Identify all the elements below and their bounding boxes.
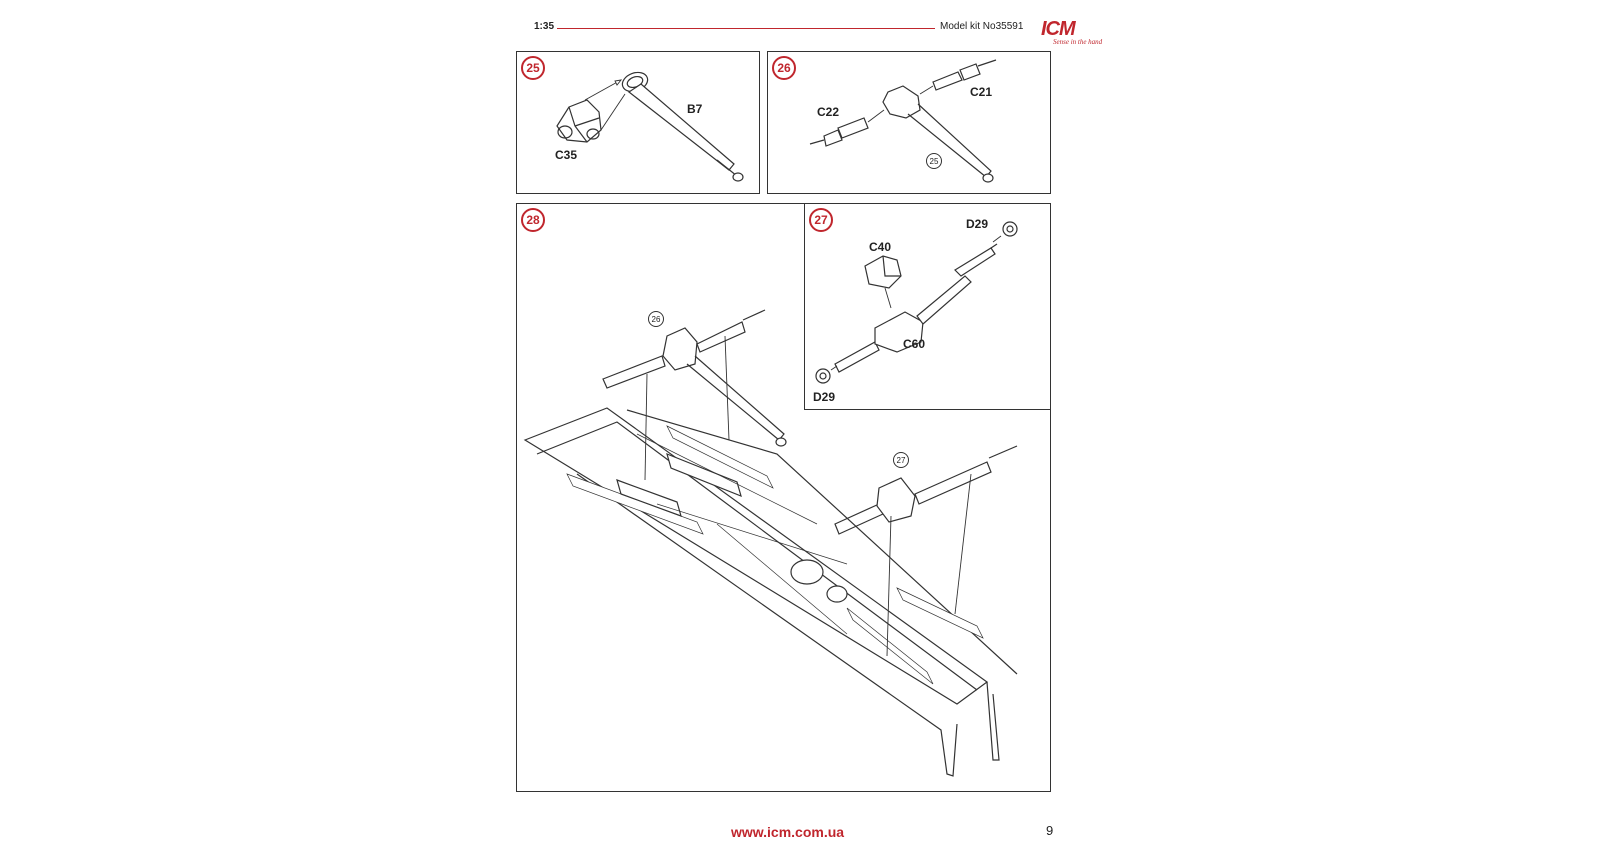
step-28-badge: 28 [521,208,545,232]
ref-step-27: 27 [893,452,909,468]
step-25-drawing [556,71,744,182]
part-label-d29-bottom: D29 [813,390,836,404]
step-28-drawing [523,309,1018,777]
step-26-badge: 26 [772,56,796,80]
model-kit-label: Model kit No35591 [940,21,1024,32]
part-label-c21: C21 [970,85,993,99]
part-label-c40: C40 [869,240,892,254]
part-label-d29-top: D29 [966,217,989,231]
step-26-drawing [809,59,997,183]
step-27-drawing [815,221,1018,384]
step-25-panel: 25 B7 C35 [516,51,760,194]
scale-label: 1:35 [534,21,555,32]
part-label-c60: C60 [903,337,926,351]
part-label-b7: B7 [687,102,703,116]
step-26-panel: 26 C21 C22 25 [767,51,1051,194]
icm-logo: ICM Sense in the hand [1041,18,1102,52]
header-rule [557,28,935,29]
logo-tagline: Sense in the hand [1053,38,1103,46]
step-25-badge: 25 [521,56,545,80]
ref-step-25: 25 [926,153,942,169]
step-27-badge: 27 [809,208,833,232]
part-label-c35: C35 [555,148,578,162]
instruction-page: 1:35 Model kit No35591 ICM Sense in the … [516,0,1102,851]
logo-text: ICM [1041,18,1076,40]
step-27-panel: 27 D29 C40 C60 D29 [804,203,1051,410]
website-link[interactable]: www.icm.com.ua [731,824,845,840]
part-label-c22: C22 [817,105,840,119]
ref-step-26: 26 [648,311,664,327]
page-number: 9 [1046,823,1054,838]
